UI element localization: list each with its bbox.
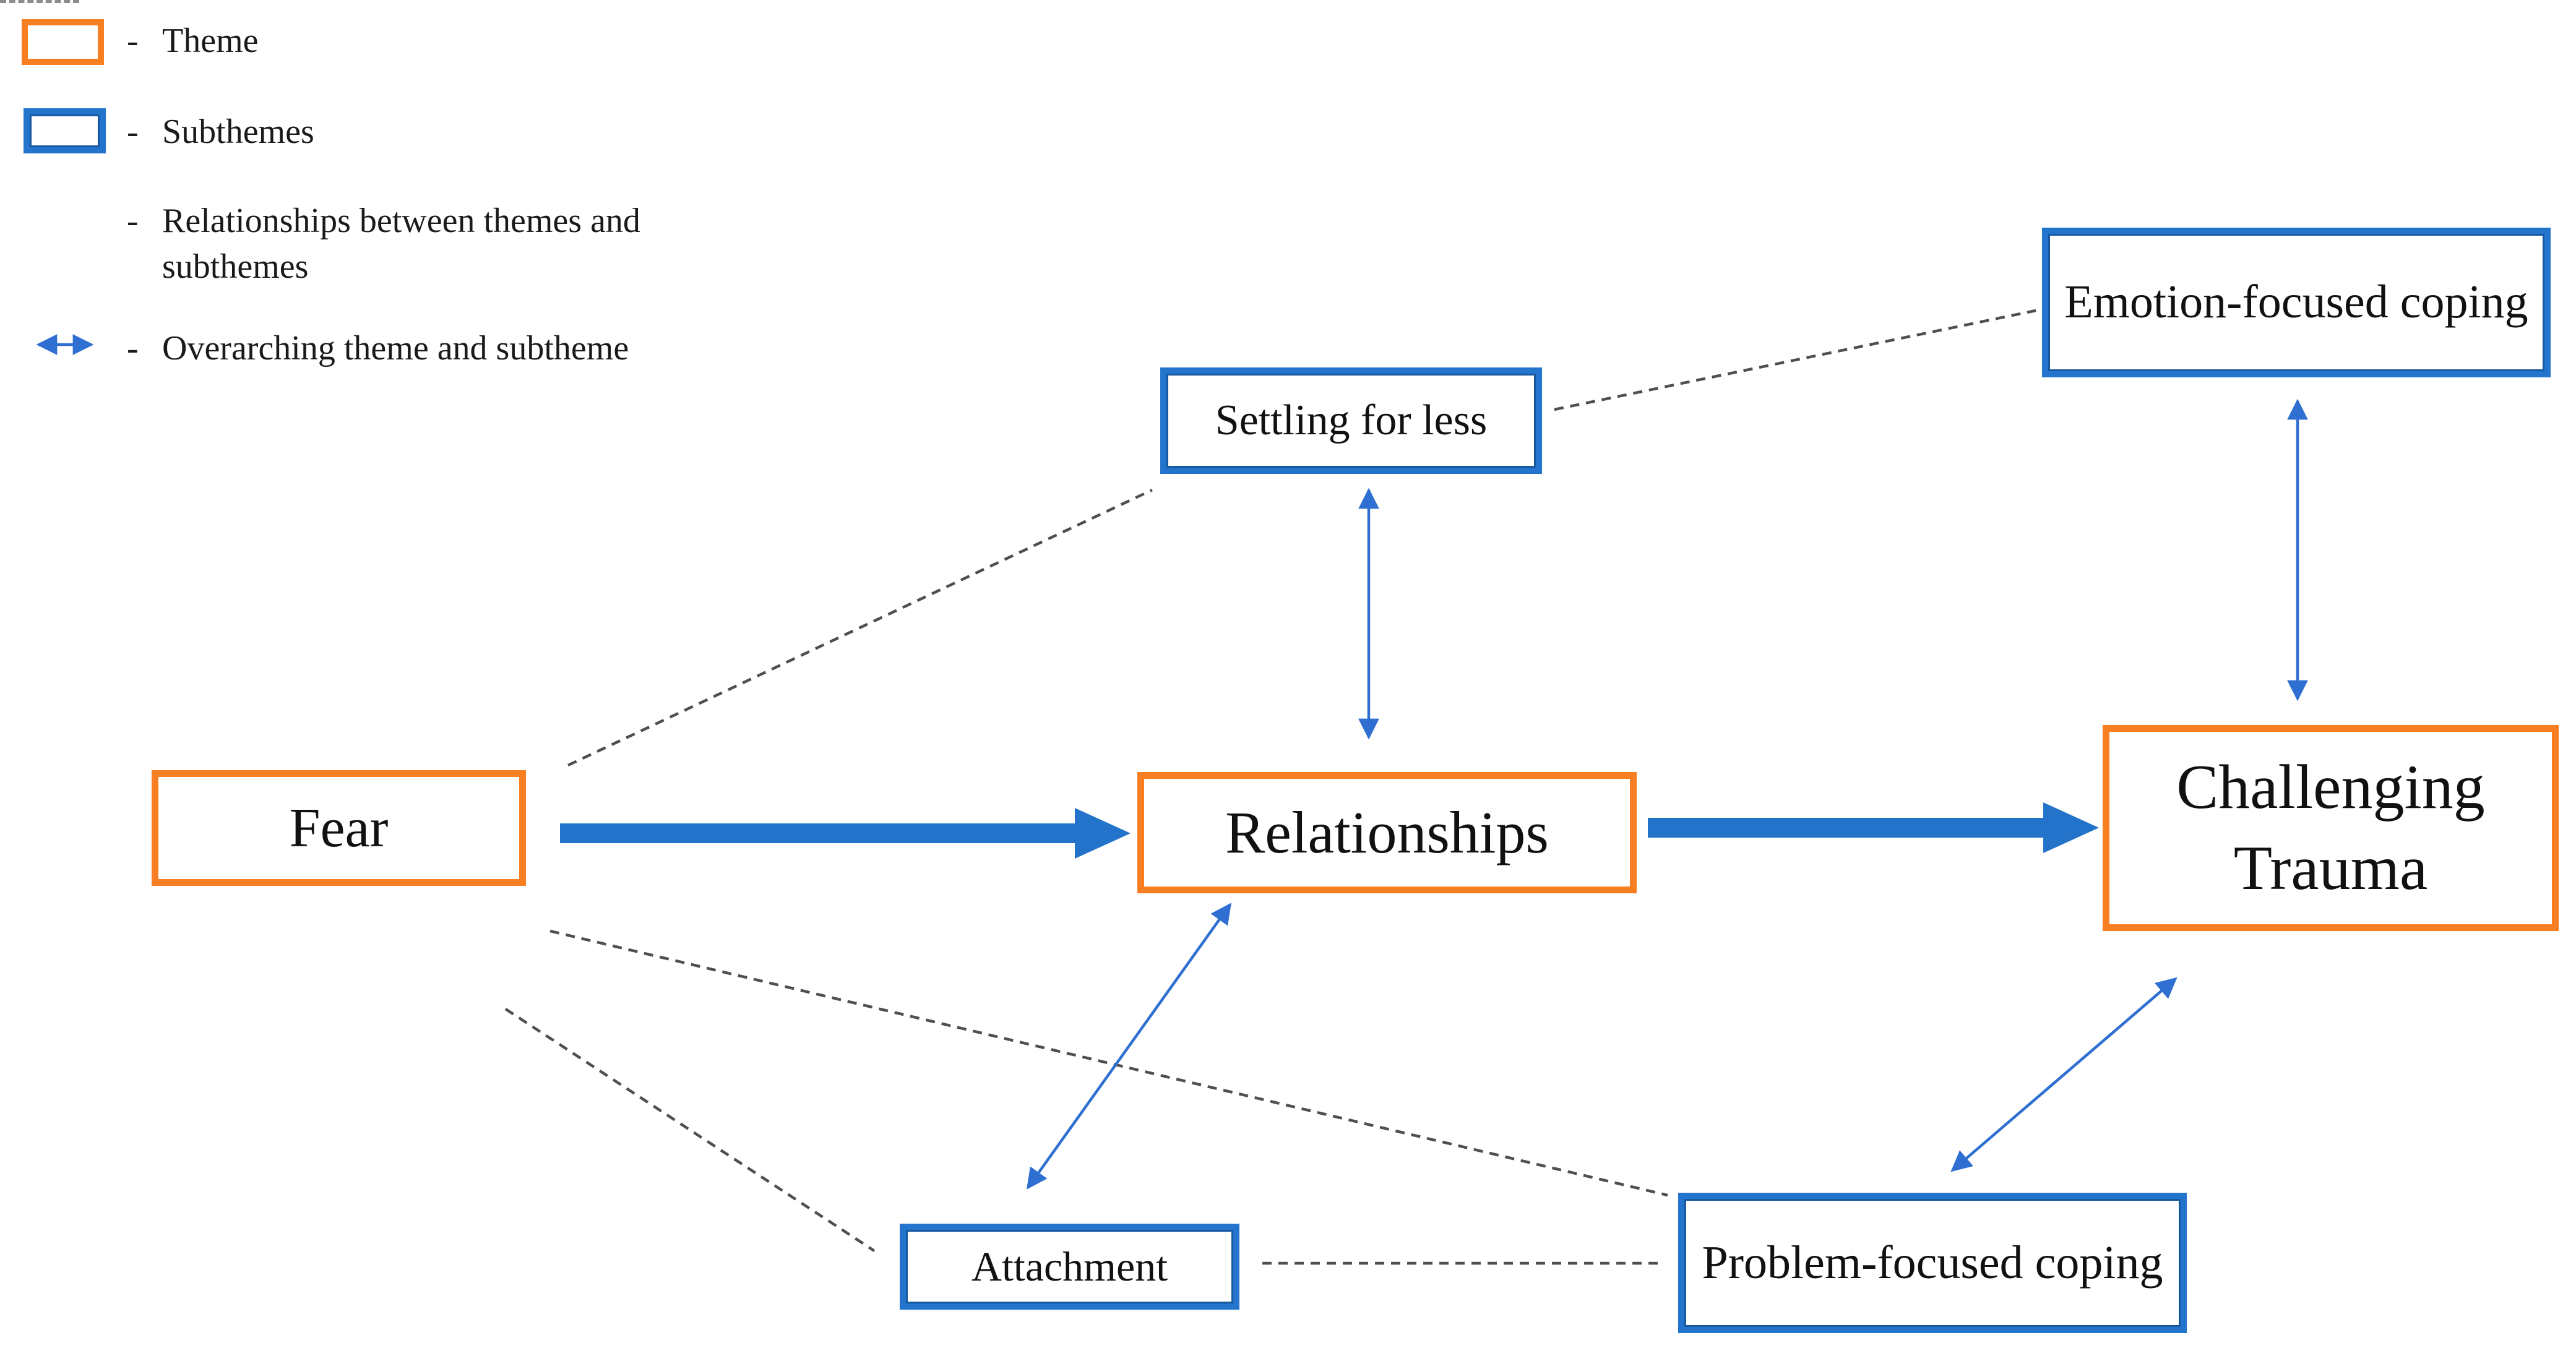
double-arrow-challenging-problem: [1950, 977, 2178, 1172]
legend-item-theme: - Theme: [127, 18, 258, 64]
node-challenging-trauma: Challenging Trauma: [2103, 725, 2559, 931]
node-attachment: Attachment: [900, 1224, 1239, 1310]
node-label: Relationships: [1225, 799, 1549, 865]
legend-item-relationships-line: - Relationships between themes and subth…: [127, 198, 756, 290]
legend-item-subthemes: - Subthemes: [127, 109, 314, 155]
node-label: Attachment: [971, 1242, 1168, 1290]
legend-item-overarching-arrow: - Overarching theme and subtheme: [127, 325, 629, 371]
thick-arrow-fear-relationships: [560, 808, 1131, 859]
legend-theme-box-swatch: [22, 19, 104, 65]
node-label: Problem-focused coping: [1702, 1236, 2163, 1289]
node-problem-focused-coping: Problem-focused coping: [1678, 1193, 2187, 1333]
node-label: Fear: [289, 797, 389, 859]
node-fear: Fear: [152, 770, 526, 886]
node-label: Settling for less: [1215, 397, 1488, 445]
legend-label: Relationships between themes and subthem…: [162, 202, 640, 286]
legend-subtheme-box-swatch: [24, 108, 106, 153]
legend-dashed-line-swatch: [0, 0, 79, 3]
legend-hyphen: -: [127, 113, 139, 151]
legend-label: Subthemes: [162, 113, 314, 151]
legend-label: Theme: [162, 22, 259, 60]
legend-label: Overarching theme and subtheme: [162, 329, 629, 367]
dashed-line-fear-settling: [567, 488, 1153, 767]
node-label: Challenging Trauma: [2176, 752, 2485, 903]
node-label: Emotion-focused coping: [2064, 276, 2528, 328]
thick-arrow-relationships-challenging: [1648, 802, 2099, 853]
node-settling-for-less: Settling for less: [1160, 367, 1542, 474]
node-relationships: Relationships: [1137, 772, 1637, 893]
legend-hyphen: -: [127, 329, 139, 367]
legend-hyphen: -: [127, 22, 139, 60]
dashed-line-fear-attachment: [504, 1008, 876, 1252]
dashed-line-settling-emotion: [1554, 309, 2036, 411]
double-arrow-relationships-attachment: [1027, 903, 1231, 1190]
legend-hyphen: -: [127, 202, 139, 240]
node-emotion-focused-coping: Emotion-focused coping: [2042, 228, 2551, 377]
dashed-line-fear-problem: [549, 929, 1668, 1197]
